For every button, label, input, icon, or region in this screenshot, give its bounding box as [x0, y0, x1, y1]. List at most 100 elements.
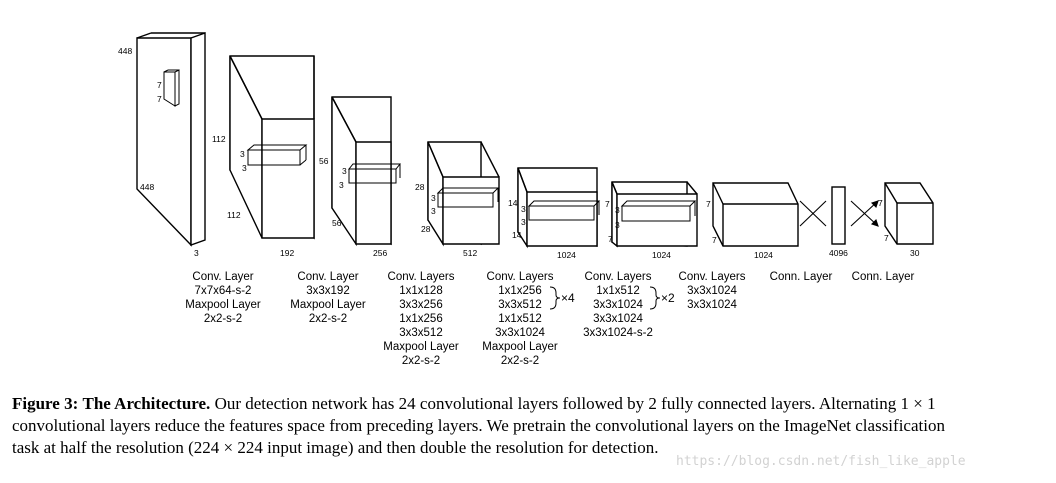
figure-caption-text-1: Our detection network has 24 convolution…: [214, 394, 936, 413]
caption-line: 3x3x1024: [593, 313, 643, 325]
stage4-repeat-label: ×4: [561, 291, 575, 305]
stage3-height-label: 56: [319, 156, 329, 166]
output-depth-label: 30: [910, 248, 920, 258]
stage6-depth-label: 1024: [652, 250, 671, 260]
fc-caption: Conn. Layer: [833, 270, 933, 284]
stage6-kernel: [620, 200, 697, 222]
stage1-caption: Conv. Layer 7x7x64-s-2 Maxpool Layer 2x2…: [173, 270, 273, 326]
stage6-kernel-w-label: 3: [615, 220, 620, 230]
caption-line: 3x3x512: [498, 299, 542, 311]
figure-caption-text-3: task at half the resolution (224 × 224 i…: [12, 438, 659, 457]
stage5-block: [517, 167, 598, 249]
stage2-kernel: [246, 144, 308, 166]
caption-line: Conv. Layers: [486, 271, 554, 283]
stage6-block: [611, 181, 698, 248]
stage5-depth-label: 1024: [557, 250, 576, 260]
stage3-caption: Conv. Layers 1x1x128 3x3x256 1x1x256 3x3…: [371, 270, 471, 368]
caption-line: 1x1x256: [399, 313, 443, 325]
stage2-kernel-w-label: 3: [242, 163, 247, 173]
stage5-repeat-brace: [649, 286, 661, 310]
input-kernel-w-label: 7: [157, 94, 162, 104]
stage7-width-label: 7: [712, 235, 717, 245]
stage3-kernel-h-label: 3: [342, 166, 347, 176]
caption-line: 3x3x1024-s-2: [583, 327, 653, 339]
stage5-kernel-h-label: 3: [521, 204, 526, 214]
stage3-width-label: 56: [332, 218, 342, 228]
caption-line: 3x3x1024: [593, 299, 643, 311]
caption-line: 1x1x512: [498, 313, 542, 325]
figure-caption-text-2: convolutional layers reduce the features…: [12, 416, 945, 435]
output-height-label: 7: [878, 198, 883, 208]
figure-caption-line-2: convolutional layers reduce the features…: [12, 417, 945, 434]
caption-line: 3x3x1024: [495, 327, 545, 339]
stage5-repeat-label: ×2: [661, 291, 675, 305]
caption-line: Maxpool Layer: [482, 341, 558, 353]
input-width-label: 448: [140, 182, 154, 192]
stage4-kernel-h-label: 3: [431, 193, 436, 203]
fc-layer-block: [831, 186, 846, 245]
fc2-connection-arrows: [850, 200, 879, 227]
caption-line: Maxpool Layer: [290, 299, 366, 311]
stage4-repeat-brace: [549, 286, 561, 310]
caption-line: 2x2-s-2: [203, 313, 243, 325]
caption-line: 1x1x256: [498, 285, 542, 297]
caption-line: Conn. Layer: [851, 271, 915, 283]
stage7-depth-label: 1024: [754, 250, 773, 260]
stage4-kernel-w-label: 3: [431, 206, 436, 216]
caption-line: Conv. Layers: [678, 271, 746, 283]
stage3-kernel: [347, 163, 402, 184]
fc1-connection-arrows: [799, 200, 827, 227]
caption-line: Conv. Layers: [387, 271, 455, 283]
fc-depth-label: 4096: [829, 248, 848, 258]
caption-line: Conv. Layers: [584, 271, 652, 283]
stage2-block: [229, 55, 315, 240]
stage2-caption: Conv. Layer 3x3x192 Maxpool Layer 2x2-s-…: [278, 270, 378, 326]
caption-line: 1x1x128: [399, 285, 443, 297]
stage4-kernel: [436, 187, 500, 208]
stage2-depth-label: 192: [280, 248, 294, 258]
figure-caption-line-1: Figure 3: The Architecture. Our detectio…: [12, 395, 936, 412]
caption-line: 2x2-s-2: [401, 355, 441, 367]
caption-line: 2x2-s-2: [308, 313, 348, 325]
caption-line: 1x1x512: [596, 285, 640, 297]
input-height-label: 448: [118, 46, 132, 56]
caption-line: 3x3x1024: [687, 285, 737, 297]
stage3-block: [331, 96, 392, 247]
caption-line: 3x3x1024: [687, 299, 737, 311]
caption-line: 3x3x256: [399, 299, 443, 311]
caption-line: 3x3x512: [399, 327, 443, 339]
output-width-label: 7: [884, 233, 889, 243]
caption-line: Conv. Layer: [297, 271, 359, 283]
stage7-block: [712, 182, 799, 247]
stage4-height-label: 28: [415, 182, 425, 192]
stage2-height-label: 112: [212, 134, 226, 144]
stage5-caption: Conv. Layers 1x1x512 3x3x1024 3x3x1024 3…: [568, 270, 668, 340]
stage5-kernel-w-label: 3: [521, 217, 526, 227]
input-depth-label: 3: [194, 248, 199, 258]
stage3-kernel-w-label: 3: [339, 180, 344, 190]
input-layer-block: [136, 32, 206, 247]
stage2-kernel-h-label: 3: [240, 149, 245, 159]
figure-title: The Architecture.: [82, 394, 211, 413]
caption-line: 3x3x192: [306, 285, 350, 297]
stage6-width-label: 7: [608, 234, 613, 244]
caption-line: Maxpool Layer: [383, 341, 459, 353]
stage7-caption: Conn. Layer: [751, 270, 851, 284]
caption-line: Conn. Layer: [769, 271, 833, 283]
stage4-depth-label: 512: [463, 248, 477, 258]
stage2-width-label: 112: [227, 210, 241, 220]
caption-line: Conv. Layer: [192, 271, 254, 283]
caption-line: Maxpool Layer: [185, 299, 261, 311]
stage7-height-label: 7: [706, 199, 711, 209]
stage6-height-label: 7: [605, 199, 610, 209]
stage4-caption: Conv. Layers 1x1x256 3x3x512 1x1x512 3x3…: [470, 270, 570, 368]
figure-caption-line-3: task at half the resolution (224 × 224 i…: [12, 439, 658, 456]
watermark: https://blog.csdn.net/fish_like_apple: [676, 454, 966, 469]
output-block: [884, 182, 934, 245]
stage3-depth-label: 256: [373, 248, 387, 258]
caption-line: 2x2-s-2: [500, 355, 540, 367]
stage6-caption: Conv. Layers 3x3x1024 3x3x1024: [662, 270, 762, 312]
stage4-width-label: 28: [421, 224, 431, 234]
stage5-height-label: 14: [508, 198, 518, 208]
